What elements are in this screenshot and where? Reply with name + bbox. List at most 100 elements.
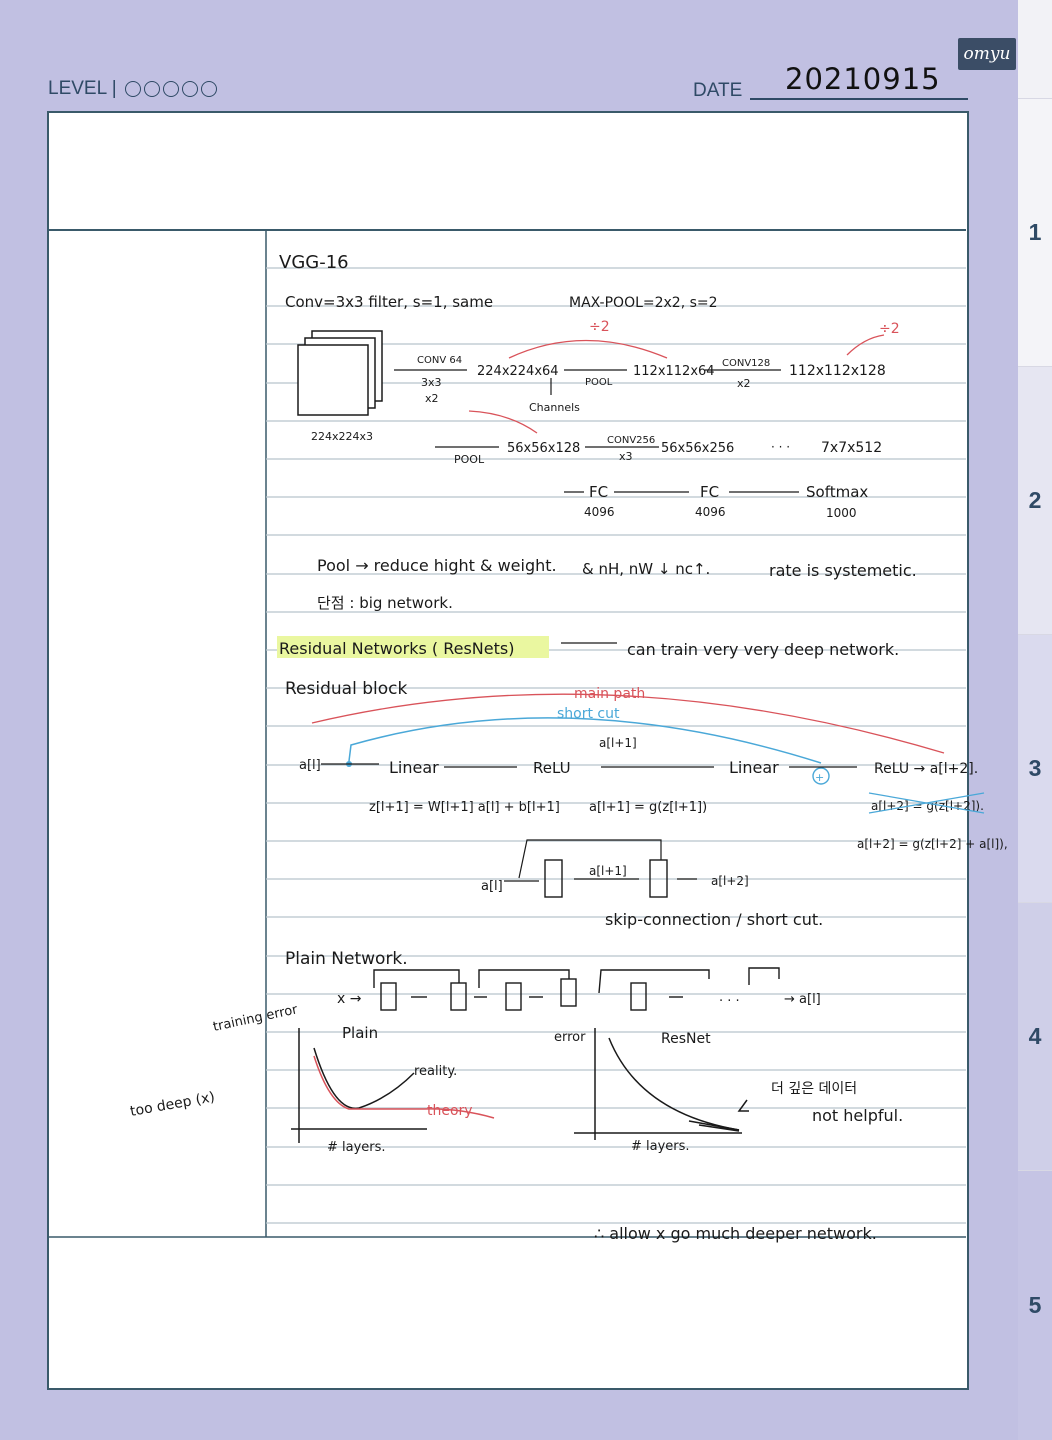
channels-label: Channels xyxy=(529,401,580,414)
softmax-units: 1000 xyxy=(826,506,857,520)
resnet-x-axis: # layers. xyxy=(631,1139,690,1154)
note-page[interactable]: VGG-16 Conv=3x3 filter, s=1, same MAX-PO… xyxy=(47,111,1008,1390)
highlight xyxy=(277,636,549,658)
a-equation: a[l+1] = g(z[l+1]) xyxy=(589,800,707,815)
dims-note: & nH, nW ↓ nc↑. xyxy=(582,560,710,578)
pool-label-2: POOL xyxy=(454,453,485,466)
tab-5[interactable]: 5 xyxy=(1018,1170,1052,1440)
conv64-label: CONV 64 xyxy=(417,355,462,366)
date-underline xyxy=(750,98,968,100)
plain-error-graph xyxy=(291,1028,495,1143)
repeat-x3: x3 xyxy=(619,450,633,463)
level-circle-icon[interactable] xyxy=(143,81,160,97)
level-circle-icon[interactable] xyxy=(124,81,141,97)
brand-logo: omyu xyxy=(958,38,1016,70)
layer-box xyxy=(649,859,668,898)
repeat-x2b: x2 xyxy=(737,377,751,390)
ellipsis: · · · xyxy=(771,440,790,454)
level-label: LEVEL | xyxy=(48,78,117,99)
relu-1: ReLU xyxy=(533,759,571,777)
pool-note: Pool → reduce hight & weight. xyxy=(317,556,557,575)
fc2-label: FC xyxy=(700,483,719,501)
svg-text:+: + xyxy=(815,771,824,784)
tab-2[interactable]: 2 xyxy=(1018,366,1052,634)
fc1-label: FC xyxy=(589,483,608,501)
div2-b: ÷2 xyxy=(879,321,900,337)
block-a-l2: a[l+2] xyxy=(711,874,749,888)
struck-equation: a[l+2] = g(z[l+2]). xyxy=(871,799,984,813)
disadvantage-note: 단점 : big network. xyxy=(317,594,453,612)
halving-arrow xyxy=(508,339,668,359)
input-size: 224x224x3 xyxy=(311,430,373,443)
date-value: 20210915 xyxy=(785,62,941,96)
plain-graph-title: Plain xyxy=(342,1024,378,1042)
relu-2: ReLU → a[l+2]. xyxy=(874,761,978,777)
level-indicator: LEVEL | xyxy=(48,78,217,100)
conv128-label: CONV128 xyxy=(722,358,770,369)
rate-note: rate is systemetic. xyxy=(769,561,917,580)
resnet-y-axis: error xyxy=(554,1030,586,1045)
plain-x: x → xyxy=(337,991,362,1007)
halving-arrow xyxy=(468,410,538,434)
level-circle-icon[interactable] xyxy=(181,81,198,97)
fc2-units: 4096 xyxy=(695,505,726,519)
div2-a: ÷2 xyxy=(589,319,610,335)
more-data-note: 더 깊은 데이터 xyxy=(771,1081,857,1097)
shortcut-label: short cut xyxy=(557,706,620,722)
main-path-arc xyxy=(311,693,945,754)
a-l1-top: a[l+1] xyxy=(599,736,637,750)
residual-block-title: Residual block xyxy=(285,679,407,699)
vgg-title: VGG-16 xyxy=(279,252,349,273)
resnet-note: can train very very deep network. xyxy=(627,640,899,659)
linear-1: Linear xyxy=(389,758,439,777)
section-tabs: 1 2 3 4 5 xyxy=(1018,0,1052,1440)
size-56x128: 56x56x128 xyxy=(507,441,580,456)
residual-equation: a[l+2] = g(z[l+2] + a[l]), xyxy=(857,837,1008,851)
softmax-label: Softmax xyxy=(806,483,868,501)
date-label: DATE xyxy=(693,80,743,101)
conv-def: Conv=3x3 filter, s=1, same xyxy=(285,293,493,311)
too-deep-label: too deep (x) xyxy=(129,1089,216,1120)
layer-box xyxy=(544,859,563,898)
tab-3[interactable]: 3 xyxy=(1018,634,1052,902)
resnet-error-graph xyxy=(574,1028,749,1140)
pool-def: MAX-POOL=2x2, s=2 xyxy=(569,295,718,311)
resnet-graph-title: ResNet xyxy=(661,1031,711,1047)
halving-arrow xyxy=(846,334,885,356)
size-112x128: 112x112x128 xyxy=(789,363,886,379)
plain-x-axis: # layers. xyxy=(327,1140,386,1155)
linear-2: Linear xyxy=(729,758,779,777)
a-l-label: a[l] xyxy=(299,758,321,773)
skip-note: skip-connection / short cut. xyxy=(605,910,823,929)
level-rating[interactable] xyxy=(124,81,217,97)
input-volume-icon xyxy=(297,330,383,416)
shortcut-arc xyxy=(348,717,822,764)
size-224x64: 224x224x64 xyxy=(477,364,559,379)
size-56x256: 56x56x256 xyxy=(661,441,734,456)
theory-label: theory xyxy=(427,1103,473,1119)
size-112x64: 112x112x64 xyxy=(633,364,715,379)
resnet-title: Residual Networks ( ResNets) xyxy=(279,639,514,658)
reality-label: reality. xyxy=(414,1064,457,1079)
kernel-3x3: 3x3 xyxy=(421,376,442,389)
conv256-label: CONV256 xyxy=(607,435,655,446)
fc1-units: 4096 xyxy=(584,505,615,519)
plain-ellipsis: . . . xyxy=(719,990,740,1005)
tab-1[interactable]: 1 xyxy=(1018,98,1052,366)
size-7x512: 7x7x512 xyxy=(821,440,882,456)
note-canvas: VGG-16 Conv=3x3 filter, s=1, same MAX-PO… xyxy=(49,229,1008,1243)
not-helpful-note: not helpful. xyxy=(812,1106,903,1125)
level-circle-icon[interactable] xyxy=(200,81,217,97)
repeat-x2: x2 xyxy=(425,392,439,405)
pool-label: POOL xyxy=(585,377,613,388)
conclusion-note: ∴ allow x go much deeper network. xyxy=(594,1224,877,1243)
level-circle-icon[interactable] xyxy=(162,81,179,97)
block-a-l1: a[l+1] xyxy=(589,864,627,878)
tab-4[interactable]: 4 xyxy=(1018,902,1052,1170)
z-equation: z[l+1] = W[l+1] a[l] + b[l+1] xyxy=(369,800,560,815)
main-path-label: main path xyxy=(574,686,645,702)
plain-network-title: Plain Network. xyxy=(285,949,408,969)
plain-network-chain xyxy=(373,967,780,1011)
training-error-label: training error xyxy=(212,1002,300,1035)
plain-output: → a[l] xyxy=(784,992,821,1007)
